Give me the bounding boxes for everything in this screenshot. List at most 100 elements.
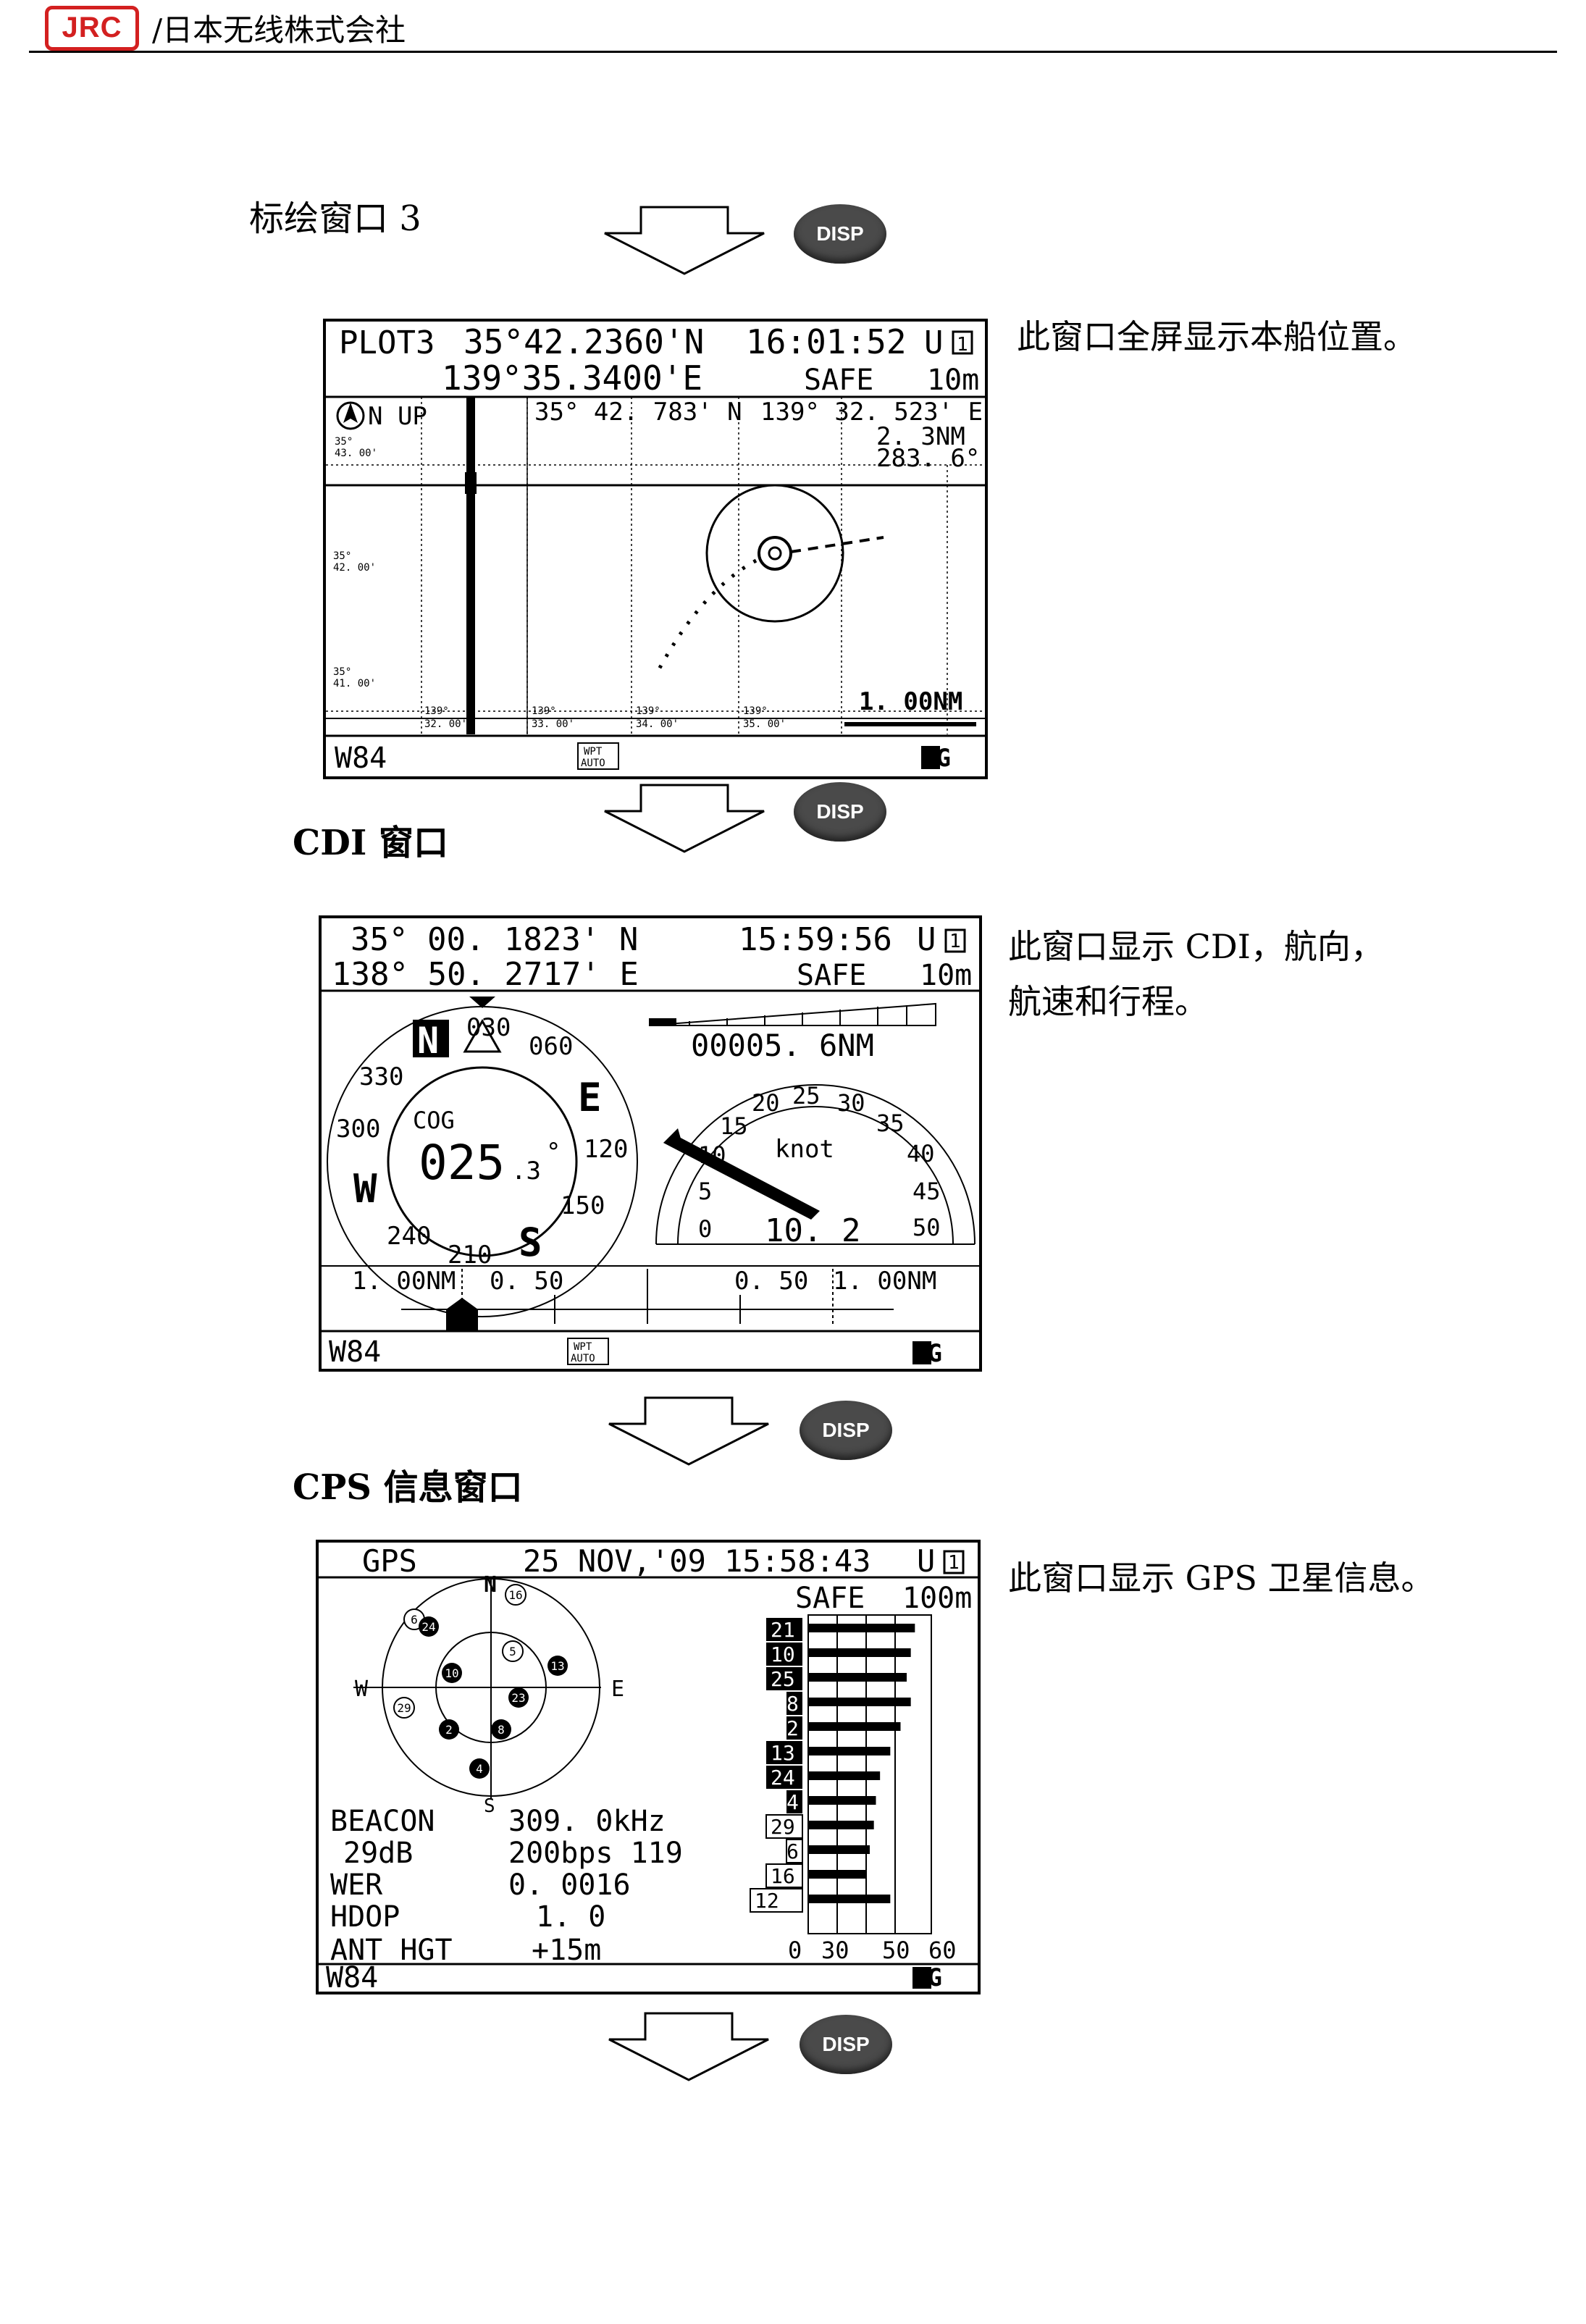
svg-text:12: 12 (755, 1889, 779, 1913)
plot3-north-up: N UP (368, 402, 427, 431)
compass-rose: N E S W 030 060 120 150 210 240 300 330 … (327, 997, 638, 1317)
plot3-wpt-auto-icon (577, 742, 619, 770)
svg-text:24: 24 (771, 1766, 795, 1790)
svg-text:5: 5 (509, 1645, 516, 1658)
svg-text:60: 60 (928, 1937, 957, 1964)
compass-s: S (519, 1220, 542, 1265)
signal-bar (808, 1771, 881, 1780)
plot3-lon: 139°35.3400'E (442, 358, 702, 398)
signal-bar (808, 1870, 866, 1879)
svg-text:16: 16 (508, 1588, 522, 1602)
gps-fix: 3G (912, 1963, 942, 1992)
plot3-hdop: 10m (927, 364, 979, 397)
svg-text:WPT: WPT (574, 1341, 592, 1353)
plot3-lon-tick-3a: 139° (636, 705, 660, 717)
plot3-lat-tick-2b: 42. 00' (333, 562, 376, 574)
plot3-display: PLOT3 35°42.2360'N 16:01:52 U 1 139°35.3… (326, 322, 985, 775)
sky-plot: N S E W 16 6 24 5 13 10 23 29 2 8 4 (353, 1572, 624, 1817)
plot3-u-box-text: 1 (957, 334, 968, 356)
speed-unit: knot (775, 1135, 834, 1164)
svg-text:240: 240 (387, 1222, 431, 1251)
cdi-lat: 35° 00. 1823' N (351, 921, 638, 958)
header-title: /日本无线株式会社 (152, 12, 406, 48)
plot3-scale: 1. 00NM (859, 687, 962, 716)
compass-e: E (578, 1075, 602, 1120)
disp-button[interactable]: DISP (794, 782, 886, 842)
svg-text:2: 2 (786, 1716, 799, 1740)
svg-text:15: 15 (720, 1112, 748, 1140)
signal-bar (808, 1796, 876, 1805)
cdi-datum: W84 (329, 1335, 381, 1369)
section-title-plot3: 标绘窗口 3 (249, 198, 421, 239)
signal-bar (808, 1845, 870, 1854)
svg-text:4: 4 (476, 1762, 483, 1776)
cdi-wpt-auto-icon (567, 1338, 609, 1365)
cdi-description-2: 航速和行程。 (1008, 982, 1208, 1021)
svg-text:8: 8 (498, 1723, 505, 1737)
header-rule (29, 51, 1557, 53)
plot3-datum: W84 (335, 742, 387, 775)
svg-text:030: 030 (466, 1013, 511, 1042)
beacon-label: BEACON (330, 1805, 435, 1838)
svg-text:U: U (917, 1543, 935, 1579)
signal-bar (808, 1698, 911, 1706)
sky-s: S (484, 1795, 495, 1817)
plot3-screen: PLOT3 35°42.2360'N 16:01:52 U 1 139°35.3… (323, 319, 988, 779)
svg-text:0: 0 (788, 1937, 802, 1964)
speed-value: 10. 2 (765, 1212, 860, 1249)
cog-label: COG (413, 1107, 455, 1134)
hdop-value: 1. 0 (536, 1900, 605, 1934)
plot3-lat-tick-3a: 35° (333, 666, 351, 678)
plot3-lat: 35°42.2360'N (463, 322, 704, 361)
plot3-lat-tick-1b: 43. 00' (335, 448, 377, 459)
plot3-lon-tick-4b: 35. 00' (743, 718, 786, 730)
gps-description: 此窗口显示 GPS 卫星信息。 (1008, 1559, 1435, 1598)
cog-value: 025 (419, 1135, 505, 1191)
compass-n: N (417, 1020, 439, 1062)
svg-text:WPT: WPT (584, 746, 603, 758)
svg-text:25: 25 (792, 1082, 821, 1109)
cdi-fix: 3G (912, 1339, 942, 1368)
svg-text:1. 00NM: 1. 00NM (833, 1267, 936, 1296)
svg-text:25: 25 (771, 1667, 795, 1691)
cdi-hdop: 10m (920, 959, 972, 992)
svg-text:1. 00NM: 1. 00NM (352, 1267, 456, 1296)
svg-text:29: 29 (771, 1815, 795, 1839)
svg-text:10: 10 (771, 1643, 795, 1666)
svg-text:4: 4 (786, 1790, 799, 1814)
plot3-description: 此窗口全屏显示本船位置。 (1017, 317, 1417, 356)
svg-text:300: 300 (336, 1115, 380, 1144)
gps-hdop: 100m (902, 1582, 972, 1615)
wer-label: WER (330, 1868, 383, 1902)
svg-text:8: 8 (786, 1692, 799, 1716)
plot3-range: 2. 3NM (876, 422, 965, 451)
disp-button[interactable]: DISP (794, 204, 886, 264)
svg-text:0. 50: 0. 50 (734, 1267, 808, 1296)
signal-bar (808, 1895, 891, 1903)
section-title-cdi: CDI 窗口 (293, 823, 448, 863)
svg-text:13: 13 (771, 1741, 795, 1765)
svg-text:20: 20 (752, 1089, 780, 1117)
svg-text:21: 21 (771, 1618, 795, 1642)
signal-bar (808, 1648, 911, 1657)
speedometer: 0 5 10 15 20 25 30 35 40 45 50 knot 10. … (655, 1082, 975, 1249)
disp-button[interactable]: DISP (800, 2015, 892, 2074)
plot3-lat-tick-2a: 35° (333, 550, 351, 562)
signal-bar (808, 1747, 891, 1755)
plot3-u-box (952, 330, 973, 355)
sky-w: W (355, 1677, 369, 1702)
cdi-time: 15:59:56 (739, 921, 892, 958)
speed-needle (663, 1136, 820, 1220)
svg-text:13: 13 (550, 1659, 564, 1673)
sky-n: N (484, 1572, 497, 1598)
disp-button[interactable]: DISP (800, 1401, 892, 1460)
signal-bar (808, 1624, 915, 1632)
svg-text:5: 5 (698, 1178, 712, 1205)
beacon-db: 29dB (343, 1837, 413, 1870)
svg-text:50: 50 (912, 1214, 941, 1241)
plot3-bearing: 283. 6° (876, 444, 980, 473)
plot3-mode: PLOT3 (339, 324, 435, 361)
svg-text:30: 30 (837, 1089, 865, 1117)
cog-decimal: .3 (511, 1157, 541, 1186)
gps-status: SAFE (795, 1582, 865, 1615)
